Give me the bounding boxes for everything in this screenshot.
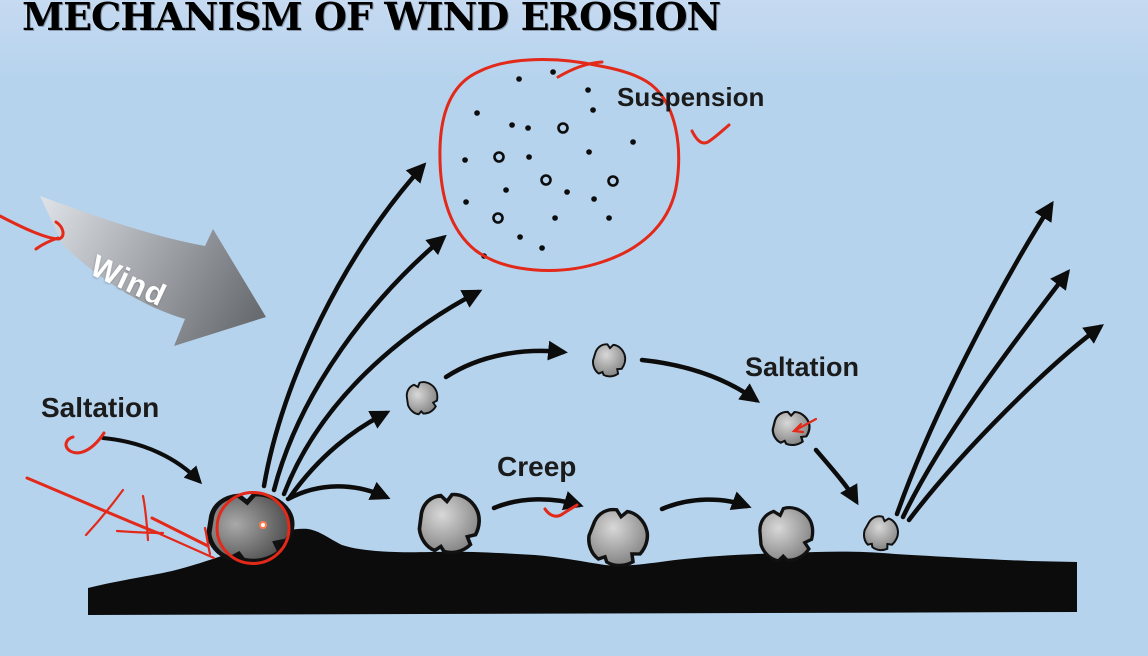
ground-rock-small bbox=[858, 510, 904, 556]
bounce-arrow-1 bbox=[894, 200, 1054, 517]
ground-rock-3 bbox=[581, 502, 655, 573]
annotation-check-suspension bbox=[690, 123, 731, 145]
airborne-rock-3 bbox=[770, 408, 813, 448]
saltation-hop-up-arrow bbox=[287, 410, 391, 500]
creep-arrow-2 bbox=[491, 491, 584, 511]
annotation-circle-impact-rock bbox=[215, 491, 291, 565]
annotation-swoosh-wind bbox=[0, 214, 65, 251]
saltation-label-arrow bbox=[101, 436, 203, 485]
annotation-circle-suspension bbox=[438, 58, 681, 272]
annotation-check-saltation-left bbox=[64, 431, 106, 455]
annotation-scribble-arrows bbox=[25, 476, 216, 560]
ground-surface bbox=[88, 528, 1077, 615]
suspension-arrow-3 bbox=[281, 289, 483, 497]
saltation-arc-1 bbox=[443, 340, 568, 380]
creep-arrow-3 bbox=[659, 491, 752, 512]
trajectory-arrows bbox=[101, 162, 1104, 523]
page-title: MECHANISM OF WIND EROSION bbox=[22, 0, 721, 39]
laser-pointer-dot bbox=[259, 521, 267, 529]
red-annotations bbox=[0, 58, 818, 565]
airborne-rock-2 bbox=[589, 340, 629, 380]
suspension-arrow-1 bbox=[261, 162, 427, 489]
bounce-arrow-2 bbox=[900, 269, 1071, 520]
ground-rock-2 bbox=[417, 492, 481, 555]
annotation-arrow-saltation-rock bbox=[791, 417, 818, 434]
creep-arrow-1 bbox=[285, 481, 391, 502]
suspension-dust-cloud bbox=[462, 69, 636, 259]
saltation-label-left: Saltation bbox=[41, 392, 160, 423]
creep-label: Creep bbox=[497, 451, 577, 482]
saltation-arc-3 bbox=[813, 447, 859, 506]
suspension-arrow-2 bbox=[271, 234, 447, 493]
annotation-swoosh-suspension-top bbox=[556, 60, 604, 79]
saltation-arc-2 bbox=[639, 357, 761, 403]
suspension-label: Suspension bbox=[617, 82, 765, 112]
bounce-arrow-3 bbox=[906, 324, 1104, 523]
wind-arrow bbox=[40, 196, 266, 346]
annotation-check-creep bbox=[543, 503, 579, 518]
airborne-rock-1 bbox=[402, 378, 443, 419]
saltation-label-right: Saltation bbox=[745, 352, 860, 382]
